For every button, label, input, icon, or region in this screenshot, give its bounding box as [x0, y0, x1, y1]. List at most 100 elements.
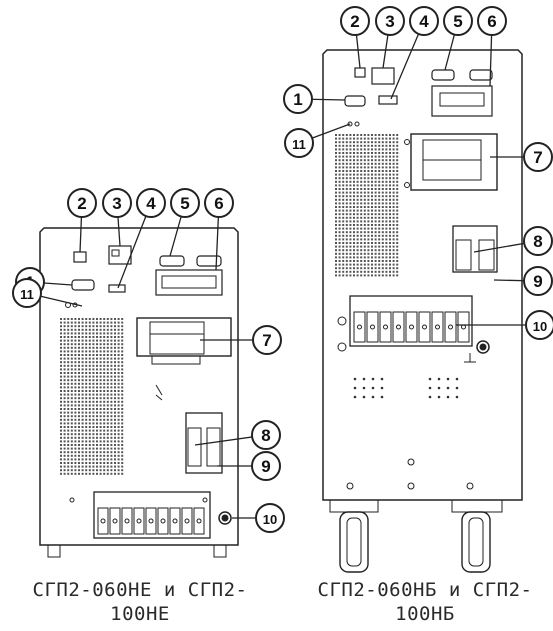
- terminal: [181, 507, 193, 535]
- vent-hole: [389, 148, 391, 151]
- vent-hole: [117, 343, 120, 346]
- vent-hole: [374, 252, 377, 255]
- vent-hole: [96, 418, 98, 421]
- right-wheel-front: [339, 511, 369, 573]
- vent-hole: [85, 454, 88, 457]
- vent-hole: [110, 332, 113, 335]
- vent-hole: [99, 418, 102, 421]
- vent-hole: [378, 213, 381, 216]
- vent-hole: [99, 447, 102, 450]
- vent-hole: [353, 238, 355, 241]
- vent-hole: [353, 134, 355, 136]
- vent-hole: [353, 198, 355, 201]
- vent-hole: [103, 472, 106, 475]
- vent-hole: [371, 242, 373, 244]
- vent-hole: [121, 418, 124, 421]
- caption-left-model: СГП2-060НЕ и СГП2-100НЕ: [32, 579, 248, 625]
- vent-hole: [385, 202, 388, 205]
- vent-hole: [356, 170, 359, 172]
- vent-hole: [106, 415, 109, 418]
- vent-hole: [345, 274, 348, 277]
- vent-hole: [381, 234, 384, 237]
- vent-hole: [81, 415, 84, 418]
- vent-hole: [392, 177, 395, 180]
- vent-hole: [103, 469, 106, 472]
- vent-hole: [99, 408, 102, 410]
- vent-hole: [335, 180, 337, 183]
- right-indicator: [354, 121, 360, 127]
- vent-hole: [381, 195, 384, 198]
- vent-hole: [363, 191, 366, 194]
- vent-hole: [342, 216, 345, 219]
- vent-hole: [374, 213, 377, 216]
- vent-hole: [360, 188, 363, 190]
- terminal-screw: [172, 518, 178, 524]
- vent-hole: [67, 451, 70, 454]
- vent-hole: [106, 346, 109, 349]
- vent-hole: [389, 188, 391, 190]
- vent-hole: [88, 458, 91, 461]
- vent-hole: [356, 245, 359, 248]
- vent-hole: [367, 231, 370, 234]
- right-module-screw-1: [404, 139, 410, 145]
- vent-hole: [396, 216, 399, 219]
- vent-hole: [117, 379, 120, 382]
- vent-hole: [396, 260, 399, 262]
- vent-hole: [345, 184, 348, 187]
- vent-hole: [81, 328, 84, 331]
- left-ground-terminal: [218, 511, 232, 525]
- vent-hole: [110, 444, 113, 446]
- vent-hole: [335, 213, 337, 216]
- vent-hole: [367, 152, 370, 154]
- vent-hole: [371, 162, 373, 165]
- vent-hole: [78, 343, 80, 346]
- vent-hole: [96, 332, 98, 335]
- vent-hole: [374, 206, 377, 208]
- vent-hole: [92, 318, 95, 320]
- terminal: [145, 507, 157, 535]
- vent-hole: [99, 318, 102, 320]
- vent-hole: [60, 400, 62, 403]
- vent-hole: [88, 379, 91, 382]
- vent-hole: [356, 195, 359, 198]
- vent-hole: [70, 429, 73, 432]
- vent-hole: [74, 325, 77, 328]
- left-bypass-switch: [187, 427, 202, 467]
- vent-hole: [88, 339, 91, 342]
- vent-hole: [92, 447, 95, 450]
- vent-hole: [335, 238, 337, 241]
- callout-left-4-circle: [136, 188, 166, 218]
- vent-hole: [85, 426, 88, 428]
- vent-hole: [117, 454, 120, 457]
- vent-hole: [360, 238, 363, 241]
- vent-hole: [121, 454, 124, 457]
- vent-dot: [362, 395, 366, 399]
- vent-hole: [381, 159, 384, 162]
- vent-hole: [345, 191, 348, 194]
- vent-hole: [99, 343, 102, 346]
- vent-hole: [396, 180, 399, 183]
- callout-right-1-circle: [283, 84, 313, 114]
- vent-hole: [385, 148, 388, 151]
- vent-dot: [446, 395, 450, 399]
- vent-hole: [103, 436, 106, 439]
- vent-hole: [363, 141, 366, 144]
- vent-hole: [389, 198, 391, 201]
- vent-hole: [378, 173, 381, 176]
- vent-hole: [345, 180, 348, 183]
- vent-hole: [117, 336, 120, 338]
- left-ground-mark: [155, 384, 163, 396]
- vent-hole: [74, 390, 77, 392]
- vent-hole: [381, 198, 384, 201]
- vent-hole: [99, 350, 102, 353]
- vent-hole: [99, 454, 102, 457]
- vent-hole: [78, 397, 80, 400]
- vent-hole: [392, 198, 395, 201]
- vent-hole: [88, 462, 91, 464]
- vent-hole: [360, 170, 363, 172]
- vent-hole: [114, 469, 116, 472]
- vent-hole: [78, 393, 80, 396]
- vent-hole: [378, 263, 381, 266]
- vent-hole: [363, 198, 366, 201]
- vent-hole: [385, 238, 388, 241]
